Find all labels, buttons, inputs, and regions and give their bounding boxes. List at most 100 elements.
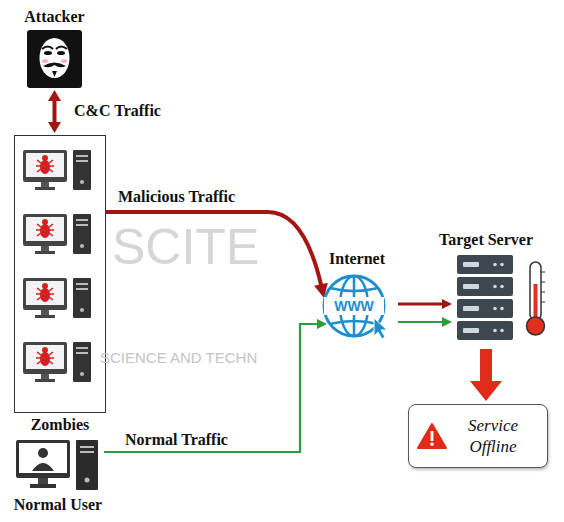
graphic-part (42, 347, 48, 353)
arrow-head (442, 299, 452, 309)
graphic-part (73, 278, 91, 318)
graphic-part (52, 71, 57, 77)
zombie-group-box: Zombies (14, 135, 106, 413)
status-arrow (470, 349, 502, 401)
graphic-part (26, 345, 64, 369)
graphic-part (44, 51, 52, 55)
graphic-part (457, 299, 513, 318)
graphic-part (80, 451, 94, 453)
graphic-part (527, 317, 545, 335)
graphic-part (493, 307, 497, 311)
status-box: Service Offline (408, 404, 548, 468)
zombie-group-box-art (15, 136, 107, 414)
graphic-part (42, 155, 48, 161)
graphic-part (38, 448, 48, 458)
graphic-part (76, 224, 88, 226)
watermark-text: SCITE (112, 222, 259, 272)
graphic-part (76, 283, 88, 285)
graphic-part (457, 277, 513, 296)
graphic-part (500, 329, 504, 333)
graphic-part (500, 263, 504, 267)
graphic-part (27, 30, 82, 88)
graphic-part (541, 302, 545, 303)
graphic-part (23, 150, 67, 182)
graphic-part (418, 424, 446, 448)
graphic-part (40, 38, 70, 78)
connector-line (104, 324, 319, 452)
graphic-part (40, 288, 50, 302)
graphic-part (57, 51, 65, 55)
connector-line (106, 212, 322, 288)
graphic-part (457, 255, 513, 274)
attacker-icon: Attacker (27, 30, 82, 88)
graphic-part (76, 155, 88, 157)
graphic-part (76, 440, 98, 490)
graphic-part (76, 219, 88, 221)
graphic-part (80, 446, 94, 448)
node-label: Attacker (24, 8, 84, 26)
graphic-part (61, 59, 67, 63)
globe-text: WWW (332, 298, 376, 314)
graphic-part (457, 321, 513, 340)
graphic-part (19, 443, 67, 473)
connector-line (53, 99, 57, 124)
graphic-part (73, 342, 91, 382)
graphic-part (541, 292, 545, 293)
graphic-part (42, 59, 48, 63)
server-icon-art (455, 253, 517, 343)
node-label: Normal User (14, 496, 102, 514)
graphic-part (76, 352, 88, 354)
graphic-part (430, 443, 434, 447)
graphic-part (463, 284, 479, 289)
graphic-part (16, 440, 70, 478)
graphic-part (76, 347, 88, 349)
graphic-part (85, 478, 90, 483)
edge-label: Malicious Traffic (118, 188, 235, 206)
graphic-part (41, 310, 49, 315)
graphic-part (26, 217, 64, 241)
arrow-head (48, 122, 61, 133)
arrow-head (48, 90, 61, 101)
server-icon: Target Server (455, 253, 517, 343)
graphic-part (330, 288, 378, 291)
graphic-part (35, 251, 55, 254)
graphic-part (23, 342, 67, 374)
arrow-head (442, 317, 452, 327)
status-text: Service Offline (447, 415, 539, 457)
node-label: Zombies (31, 416, 90, 434)
graphic-part (493, 285, 497, 289)
graphic-part (42, 47, 53, 50)
graphic-part (324, 297, 384, 315)
traffic-connector (398, 299, 452, 309)
graphic-part (541, 272, 545, 273)
graphic-part (73, 214, 91, 254)
graphic-part (32, 463, 54, 471)
user-computer-art (14, 440, 102, 492)
graphic-part (80, 180, 84, 184)
graphic-part (35, 379, 55, 382)
graphic-part (73, 150, 91, 190)
edge-label: C&C Traffic (74, 102, 161, 120)
graphic-part (76, 288, 88, 290)
graphic-part (41, 374, 49, 379)
graphic-part (330, 321, 378, 324)
graphic-part (463, 306, 479, 311)
node-label: Internet (329, 250, 385, 268)
graphic-part (40, 224, 50, 238)
traffic-connector (398, 317, 452, 327)
graphic-part (41, 246, 49, 251)
traffic-connector (470, 349, 502, 401)
connector-line (398, 321, 444, 323)
graphic-part (541, 282, 545, 283)
status-text: Service Offline (456, 415, 530, 457)
graphic-part (43, 63, 66, 68)
warning-icon (417, 422, 447, 450)
traffic-connector (104, 319, 327, 452)
node-label: Target Server (439, 231, 533, 249)
graphic-part (431, 431, 434, 441)
graphic-part (42, 219, 48, 225)
connector-line (398, 303, 444, 306)
graphic-part (80, 372, 84, 376)
graphic-part (35, 315, 55, 318)
